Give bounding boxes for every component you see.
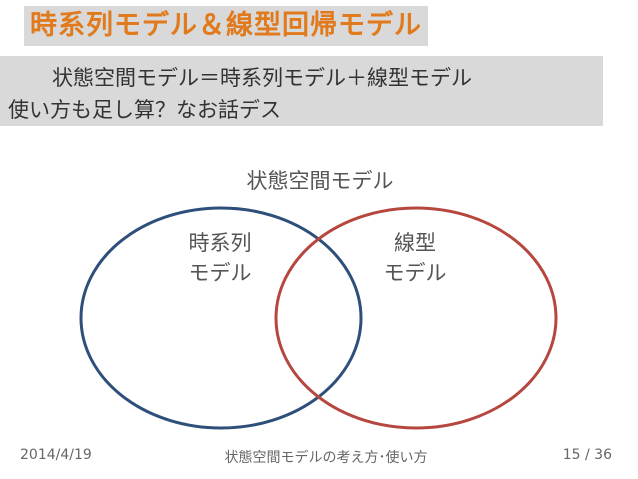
footer-date: 2014/4/19 bbox=[20, 447, 92, 463]
subtitle-banner bbox=[0, 56, 603, 126]
banner-line-1: 状態空間モデル＝時系列モデル＋線型モデル bbox=[52, 66, 472, 90]
linear-label-line1: 線型 bbox=[394, 231, 436, 255]
linear-label-line2: モデル bbox=[383, 261, 447, 285]
time-series-model-label: 時系列 モデル bbox=[160, 228, 280, 288]
time-series-model-circle bbox=[79, 206, 363, 430]
time-series-label-line1: 時系列 bbox=[188, 231, 252, 255]
footer-presentation-title: 状態空間モデルの考え方･使い方 bbox=[224, 450, 428, 466]
linear-model-label: 線型 モデル bbox=[355, 228, 475, 288]
state-space-model-label: 状態空間モデル bbox=[246, 169, 394, 193]
slide-title: 時系列モデル＆線型回帰モデル bbox=[24, 6, 428, 46]
footer-page-number: 15 / 36 bbox=[562, 447, 612, 463]
time-series-label-line2: モデル bbox=[188, 261, 252, 285]
banner-line-2: 使い方も足し算？なお話デス bbox=[8, 98, 281, 122]
linear-model-circle bbox=[274, 206, 558, 430]
